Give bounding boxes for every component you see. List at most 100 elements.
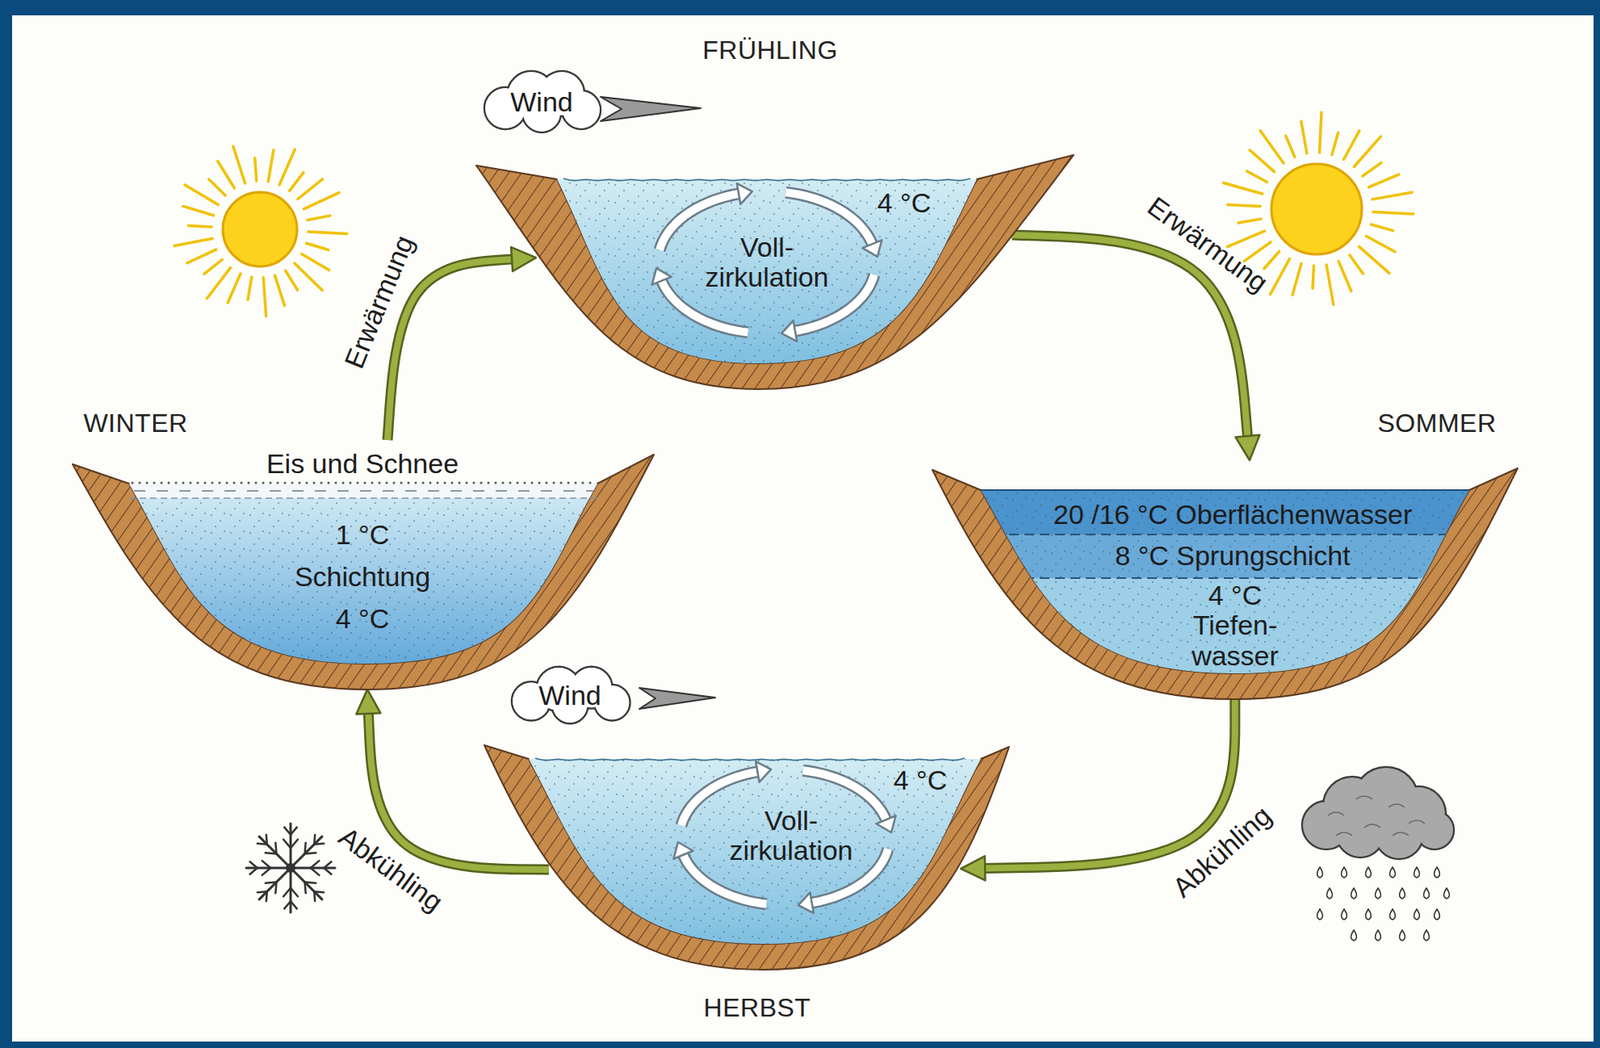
ice-dash	[156, 490, 168, 492]
sun-ray	[308, 231, 348, 234]
snowflake-branch	[314, 834, 315, 845]
snowflake-branch	[266, 891, 268, 901]
sun-ray	[1338, 261, 1352, 292]
snow-dot	[480, 481, 483, 485]
snow-dot	[574, 481, 578, 485]
arrow-outline	[983, 699, 1236, 868]
water-stipple	[932, 460, 1518, 703]
cloud-scribble	[1392, 832, 1409, 836]
sun-ray	[1264, 251, 1280, 269]
snowflake-branch	[305, 882, 306, 894]
sun-ray	[1353, 136, 1381, 167]
lake-label: Eis und Schnee	[266, 448, 459, 479]
sun-ray	[1372, 192, 1412, 200]
snow-dot	[240, 481, 243, 485]
snowflake-branch	[275, 882, 277, 894]
snowflake-branch	[305, 852, 317, 854]
sun-ray	[209, 179, 226, 196]
water-layer	[932, 578, 1518, 677]
circulation-band	[681, 771, 758, 826]
circulation-head	[862, 239, 882, 257]
circulation-head	[798, 892, 814, 914]
snow-dot	[276, 481, 280, 485]
lake-label: 4 °C	[893, 765, 948, 796]
arrow-head	[960, 855, 985, 880]
ice-dash	[495, 490, 507, 492]
water-layers	[932, 460, 1518, 703]
sun-disc	[1271, 163, 1362, 255]
snow-dot	[473, 481, 476, 485]
snowflake-branch	[257, 843, 268, 845]
snowflake-branch	[323, 861, 331, 868]
snow-dot	[320, 481, 323, 485]
snow-dot	[233, 481, 236, 485]
water-stipple	[129, 483, 598, 664]
lake-water	[129, 483, 598, 664]
arrow-outline	[387, 259, 514, 440]
snow-dot	[538, 481, 541, 485]
rain-drop	[1341, 867, 1348, 878]
ice-dash	[292, 490, 304, 492]
snow-dot	[385, 481, 389, 485]
snowflake-branch	[305, 882, 317, 884]
cloud-fill	[1415, 811, 1453, 848]
arrow-body	[983, 699, 1236, 868]
snowflake-branch	[284, 900, 291, 909]
snowflake-core	[285, 862, 296, 873]
ice-dash	[201, 490, 214, 492]
circulation-band	[785, 192, 872, 244]
cloud-scribble	[1388, 804, 1405, 808]
snowflake-branch	[310, 860, 320, 868]
sun-ray	[268, 150, 274, 182]
lake-label: 4 °C	[335, 603, 390, 634]
circulation-head	[781, 320, 797, 342]
wind-cloud: Wind	[481, 67, 603, 135]
rain-drop	[1399, 929, 1406, 941]
cloud-scribble	[1364, 824, 1381, 828]
rain-drop	[1390, 908, 1396, 920]
sun-ray	[1227, 204, 1261, 206]
lake-water	[557, 179, 977, 364]
snow-dot	[305, 481, 309, 485]
sun-ray	[1373, 211, 1414, 214]
snow-dot	[509, 481, 512, 485]
lake-ground	[484, 745, 1010, 970]
circulation-head	[673, 841, 693, 859]
ice-dash	[473, 490, 485, 492]
sun-ray	[247, 276, 252, 300]
sun-ray	[184, 184, 218, 205]
ice-dash	[360, 490, 372, 492]
snow-dot	[167, 481, 171, 485]
snow-dot	[364, 481, 367, 485]
lake-ground	[476, 154, 1074, 390]
snowflake-branch	[323, 867, 331, 875]
ice-dash	[518, 490, 530, 492]
sun-ray	[263, 277, 266, 317]
sun-ray	[1349, 255, 1364, 274]
snowflake-arm	[290, 836, 323, 868]
water-stipple	[557, 179, 977, 364]
snowflake-branch	[265, 852, 277, 854]
ice-edge	[129, 497, 598, 499]
ice-dash	[179, 490, 191, 492]
snowflake-branch	[305, 842, 306, 855]
sun-ray	[206, 268, 231, 299]
wind-label: Wind	[538, 680, 601, 711]
snow-dot	[458, 481, 461, 485]
circulation-outline	[659, 193, 739, 251]
snow-dot	[160, 481, 164, 485]
snow-dot	[226, 481, 229, 485]
snow-dot	[436, 481, 440, 485]
snow-dot	[298, 481, 302, 485]
sun-ray	[217, 161, 235, 189]
rain-cloud	[1302, 766, 1454, 941]
sun-icon	[174, 146, 348, 316]
sun-ray	[1270, 258, 1291, 294]
lake-basin: Eis und Schnee1 °CSchichtung4 °C	[72, 439, 654, 692]
snow-dot	[342, 481, 345, 485]
snowflake-branch	[290, 839, 298, 849]
rain-drop	[1317, 867, 1324, 878]
snowflake-branch	[250, 867, 258, 875]
water-surface	[980, 489, 1470, 491]
rain-drop	[1351, 929, 1358, 941]
